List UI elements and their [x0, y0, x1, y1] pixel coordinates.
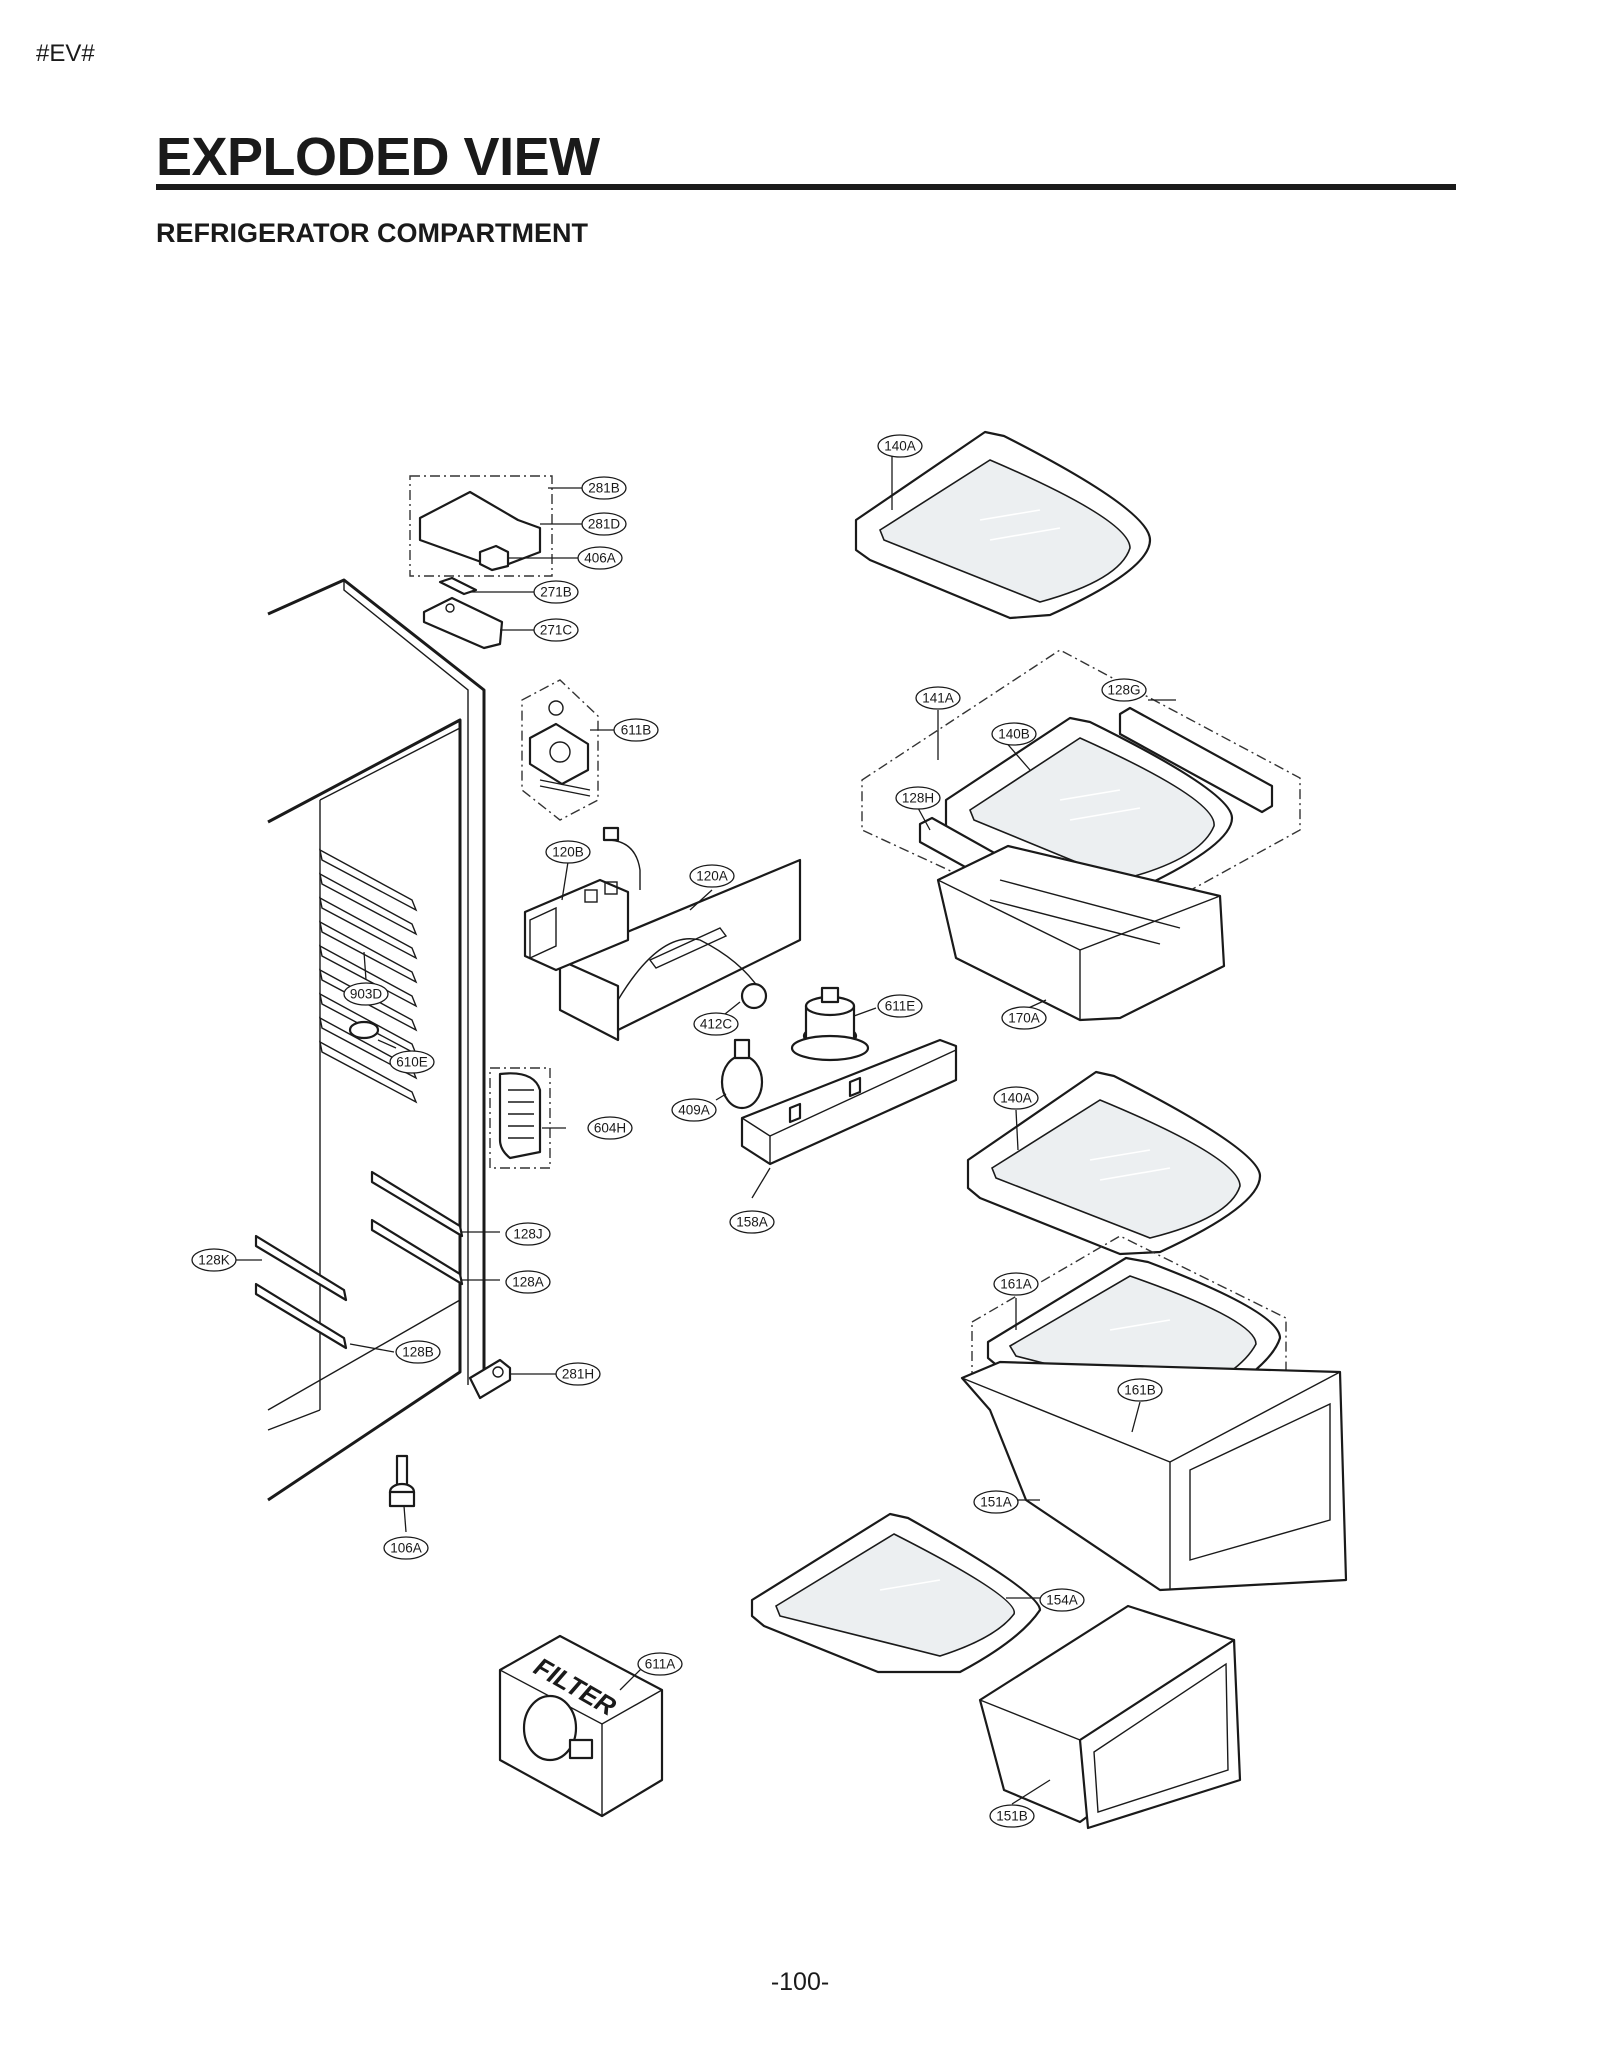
filter-cover: [740, 1038, 958, 1166]
page-title: EXPLODED VIEW: [156, 127, 600, 187]
callout-281H: 281H: [555, 1362, 601, 1386]
svg-text:170A: 170A: [1008, 1011, 1040, 1026]
svg-text:158A: 158A: [736, 1215, 768, 1230]
svg-text:903D: 903D: [350, 987, 383, 1002]
svg-text:271B: 271B: [540, 585, 572, 600]
callout-128H: 128H: [895, 786, 941, 810]
svg-text:128H: 128H: [902, 791, 934, 806]
svg-text:412C: 412C: [700, 1017, 733, 1032]
leveling-foot: [388, 1454, 416, 1508]
callout-271B: 271B: [533, 580, 579, 604]
svg-text:128B: 128B: [402, 1345, 434, 1360]
svg-text:151B: 151B: [996, 1809, 1028, 1824]
svg-text:610E: 610E: [396, 1055, 428, 1070]
svg-text:120B: 120B: [552, 845, 584, 860]
callout-106A: 106A: [383, 1536, 429, 1560]
shelf-154A: [750, 1512, 1042, 1674]
svg-text:154A: 154A: [1046, 1593, 1078, 1608]
svg-text:611E: 611E: [885, 999, 916, 1014]
air-grille: [489, 1067, 551, 1169]
svg-text:611A: 611A: [645, 1657, 676, 1672]
callout-154A: 154A: [1039, 1588, 1085, 1612]
callout-281D: 281D: [581, 512, 627, 536]
svg-text:141A: 141A: [922, 691, 954, 706]
svg-text:409A: 409A: [678, 1103, 710, 1118]
drawer-151B: [978, 1604, 1242, 1830]
callout-611B: 611B: [613, 718, 659, 742]
callout-140A-top: 140A: [877, 434, 923, 458]
svg-text:140B: 140B: [998, 727, 1030, 742]
section-subtitle: REFRIGERATOR COMPARTMENT: [156, 218, 588, 248]
svg-text:281B: 281B: [588, 481, 620, 496]
svg-text:271C: 271C: [540, 623, 573, 638]
callout-151B: 151B: [989, 1804, 1035, 1828]
title-rule: [156, 184, 1456, 190]
upper-hinge-cover-group: [409, 475, 553, 650]
door-rails: [254, 1170, 464, 1350]
callout-610E: 610E: [389, 1050, 435, 1074]
callout-170A: 170A: [1001, 1006, 1047, 1030]
callout-161B: 161B: [1117, 1378, 1163, 1402]
svg-text:120A: 120A: [696, 869, 728, 884]
callout-412C: 412C: [693, 1012, 739, 1036]
callout-409A: 409A: [671, 1098, 717, 1122]
svg-text:151A: 151A: [980, 1495, 1012, 1510]
callout-128K: 128K: [191, 1248, 237, 1272]
document-tag: #EV#: [36, 40, 95, 67]
callout-140B: 140B: [991, 722, 1037, 746]
svg-text:604H: 604H: [594, 1121, 626, 1136]
svg-text:611B: 611B: [621, 723, 652, 738]
water-filter-box: FILTER: [498, 1634, 664, 1818]
svg-text:161A: 161A: [1000, 1277, 1032, 1292]
callout-903D: 903D: [343, 982, 389, 1006]
callout-611E: 611E: [877, 994, 923, 1018]
callout-158A: 158A: [729, 1210, 775, 1234]
callout-120A: 120A: [689, 864, 735, 888]
refrigerator-cabinet: [267, 578, 512, 1502]
svg-text:281H: 281H: [562, 1367, 594, 1382]
callout-128G: 128G: [1101, 678, 1147, 702]
shelf-140A-mid: [966, 1070, 1262, 1256]
callout-604H: 604H: [587, 1116, 633, 1140]
callout-120B: 120B: [545, 840, 591, 864]
svg-text:140A: 140A: [884, 439, 916, 454]
crisper-170A: [936, 844, 1226, 1022]
svg-text:128A: 128A: [512, 1275, 544, 1290]
filter-cap: [790, 986, 870, 1062]
valve-bracket-group: [521, 679, 599, 821]
lamp-housing-group: [523, 826, 802, 1042]
svg-text:281D: 281D: [588, 517, 621, 532]
callout-611A: 611A: [637, 1652, 683, 1676]
svg-text:128K: 128K: [198, 1253, 230, 1268]
callout-271C: 271C: [533, 618, 579, 642]
svg-text:128J: 128J: [513, 1227, 542, 1242]
callout-151A: 151A: [973, 1490, 1019, 1514]
svg-text:161B: 161B: [1124, 1383, 1156, 1398]
callout-161A: 161A: [993, 1272, 1039, 1296]
callout-128J: 128J: [505, 1222, 551, 1246]
lamp-bulb: [720, 1038, 764, 1110]
callout-128B: 128B: [395, 1340, 441, 1364]
crisper-drawer-151A: [960, 1360, 1348, 1592]
svg-text:406A: 406A: [584, 551, 616, 566]
callout-140A-mid: 140A: [993, 1086, 1039, 1110]
page-number: -100-: [770, 1968, 830, 1996]
callout-281B: 281B: [581, 476, 627, 500]
callout-406A: 406A: [577, 546, 623, 570]
callout-141A: 141A: [915, 686, 961, 710]
svg-text:140A: 140A: [1000, 1091, 1032, 1106]
shelf-140A-top: [854, 430, 1152, 620]
callout-128A: 128A: [505, 1270, 551, 1294]
svg-text:128G: 128G: [1107, 683, 1140, 698]
svg-text:106A: 106A: [390, 1541, 422, 1556]
leader-lines: [236, 452, 1176, 1805]
